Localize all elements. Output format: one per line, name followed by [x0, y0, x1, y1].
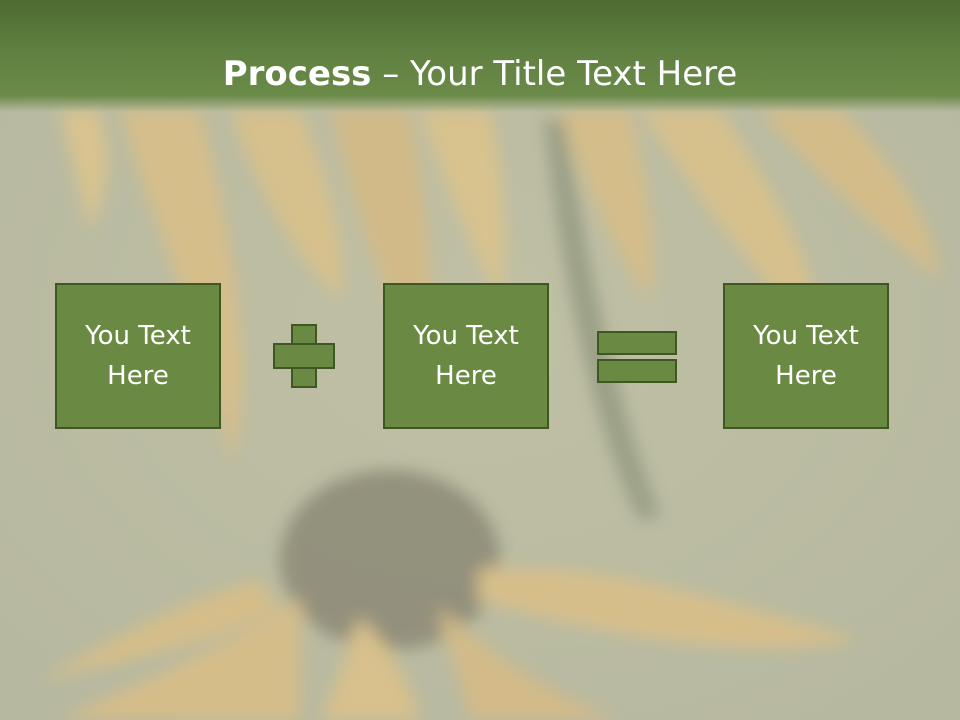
text-box-3[interactable]: You Text Here — [723, 283, 889, 429]
text-box-1-line2: Here — [107, 361, 169, 391]
equals-bottom-bar — [597, 359, 677, 383]
slide-title: Process – Your Title Text Here — [0, 52, 960, 96]
title-rest: – Your Title Text Here — [371, 54, 738, 94]
text-box-2-line1: You Text — [413, 321, 519, 351]
text-box-2[interactable]: You Text Here — [383, 283, 549, 429]
equals-top-bar — [597, 331, 677, 355]
plus-center — [293, 345, 315, 367]
text-box-3-line1: You Text — [753, 321, 859, 351]
text-box-1-label: You Text Here — [68, 316, 208, 396]
title-bold: Process — [222, 54, 372, 94]
title-bar — [0, 0, 960, 112]
text-box-3-label: You Text Here — [736, 316, 876, 396]
text-box-3-line2: Here — [775, 361, 837, 391]
text-box-2-label: You Text Here — [396, 316, 536, 396]
text-box-2-line2: Here — [435, 361, 497, 391]
text-box-1-line1: You Text — [85, 321, 191, 351]
text-box-1[interactable]: You Text Here — [55, 283, 221, 429]
